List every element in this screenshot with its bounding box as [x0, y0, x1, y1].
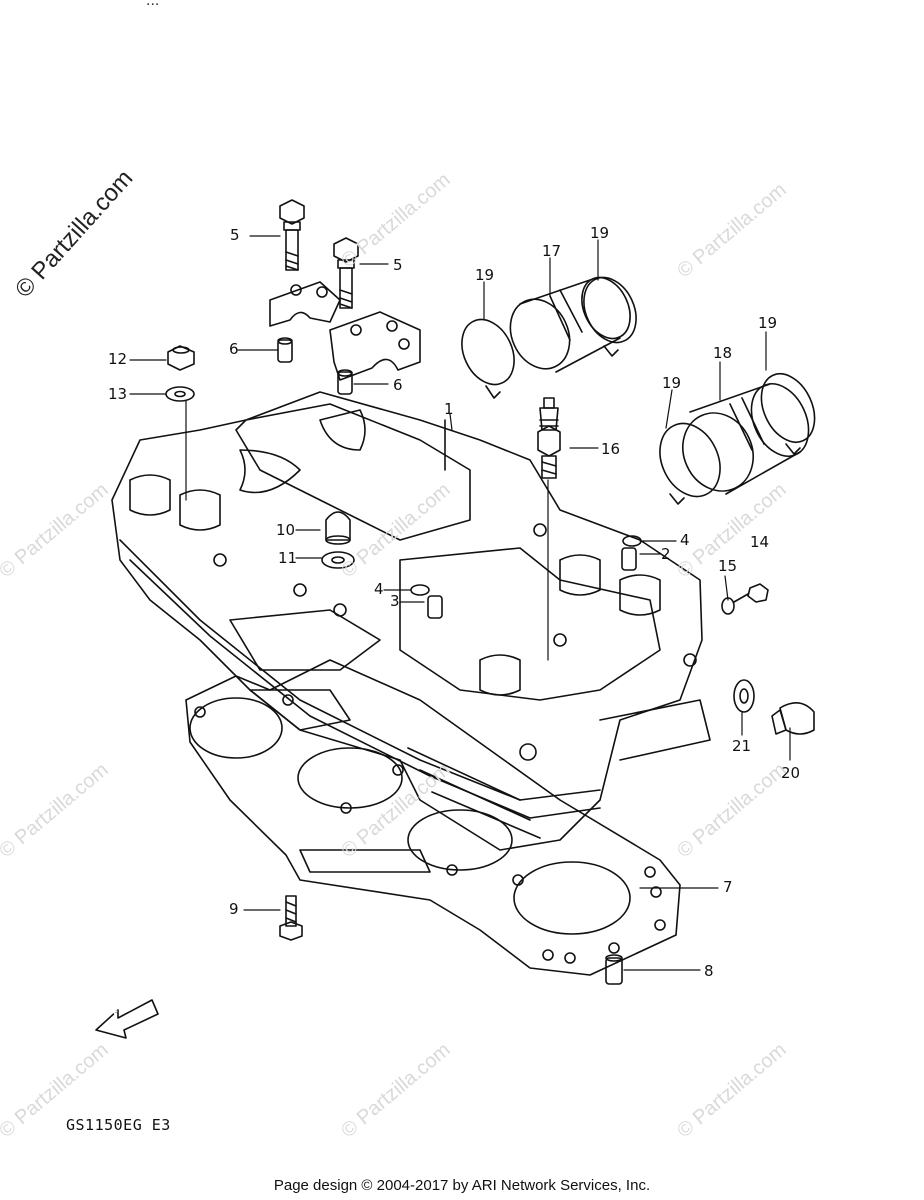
- callout-3: 3: [390, 592, 400, 610]
- callout-6-lower: 6: [393, 376, 403, 394]
- plug-bolt-20: [771, 702, 815, 735]
- callout-20: 20: [781, 764, 801, 782]
- callout-21: 21: [732, 737, 752, 755]
- callout-14: 14: [750, 533, 770, 551]
- o-ring-4-right: [622, 535, 642, 547]
- callout-15: 15: [718, 557, 738, 575]
- callout-6-upper: 6: [229, 340, 239, 358]
- callout-19-c: 19: [662, 374, 682, 392]
- callout-18: 18: [713, 344, 733, 362]
- clamp-19-a: [461, 318, 515, 399]
- guide-3: [427, 595, 443, 619]
- washer-15: [721, 597, 735, 615]
- fwd-arrow: [95, 999, 159, 1039]
- bolt-14: [733, 583, 769, 603]
- intake-pipe-18: [682, 383, 810, 495]
- callout-7: 7: [723, 878, 733, 896]
- callout-4-right: 4: [680, 531, 690, 549]
- callout-13: 13: [108, 385, 128, 403]
- bolt-5-lower: [333, 237, 359, 309]
- intake-pipe-17: [509, 276, 631, 373]
- nut-12: [167, 345, 195, 371]
- camshaft-cap-left: [269, 281, 341, 327]
- callout-11: 11: [278, 549, 298, 567]
- cap-nut-10: [325, 511, 351, 545]
- callout-5-upper: 5: [230, 226, 240, 244]
- leader-lines: [129, 235, 791, 971]
- dowel-pin-6-upper: [277, 337, 293, 363]
- top-fragment-text: ...: [146, 0, 160, 9]
- callout-10: 10: [276, 521, 296, 539]
- spark-plug-16: [537, 397, 561, 479]
- washer-11: [321, 551, 355, 569]
- guide-2: [621, 547, 637, 571]
- callout-12: 12: [108, 350, 128, 368]
- callout-2: 2: [661, 545, 671, 563]
- head-gasket: [185, 659, 681, 976]
- page-footer: Page design © 2004-2017 by ARI Network S…: [273, 1177, 651, 1194]
- callout-9: 9: [229, 900, 239, 918]
- model-code: GS1150EG E3: [66, 1116, 171, 1134]
- callout-16: 16: [601, 440, 621, 458]
- callout-5-lower: 5: [393, 256, 403, 274]
- clamp-19-b: [583, 276, 637, 357]
- callout-4-left: 4: [374, 580, 384, 598]
- cylinder-head-body: [111, 391, 711, 851]
- callout-1: 1: [444, 400, 454, 418]
- callout-19-d: 19: [758, 314, 778, 332]
- camshaft-cap-right: [329, 311, 421, 381]
- callout-8: 8: [704, 962, 714, 980]
- bolt-9: [279, 895, 303, 941]
- washer-21: [733, 679, 755, 713]
- washer-13: [165, 386, 195, 402]
- o-ring-4-left: [410, 584, 430, 596]
- clamp-19-c: [659, 422, 721, 505]
- callout-17: 17: [542, 242, 562, 260]
- callout-19-b: 19: [590, 224, 610, 242]
- dowel-8: [605, 954, 623, 985]
- clamp-19-d: [760, 373, 816, 455]
- dowel-pin-6-lower: [337, 369, 353, 395]
- bolt-5-upper: [279, 199, 305, 271]
- callout-19-a: 19: [475, 266, 495, 284]
